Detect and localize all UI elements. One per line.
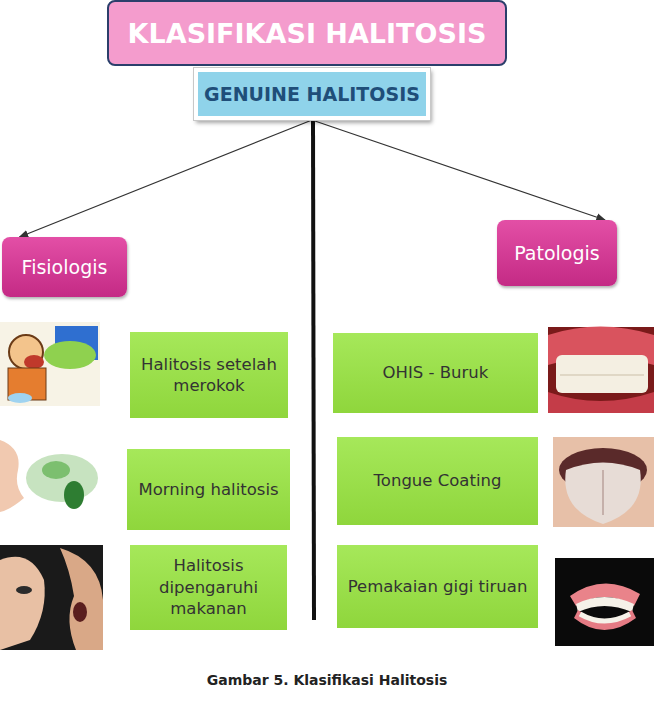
node-label: OHIS - Buruk [383,362,489,383]
node-label: Pemakaian gigi tiruan [348,576,528,597]
node-label: Halitosis setelah merokok [140,354,278,397]
arrow-connector [312,120,605,220]
gum-photo [548,327,654,414]
node-label: Patologis [514,242,599,264]
node-label: Morning halitosis [138,479,278,500]
category-box: GENUINE HALITOSIS [194,68,430,120]
item-box: Halitosis setelah merokok [130,332,288,418]
branch-box: Fisiologis [2,237,127,297]
item-box: Tongue Coating [337,437,538,525]
breath-photo [0,438,103,526]
node-label: Halitosis dipengaruhi makanan [140,555,277,619]
figure-caption: Gambar 5. Klasifikasi Halitosis [0,672,654,688]
item-box: OHIS - Buruk [333,333,538,413]
node-label: Tongue Coating [374,470,502,491]
title-box: KLASIFIKASI HALITOSIS [107,0,507,66]
node-label: GENUINE HALITOSIS [204,83,420,105]
node-label: KLASIFIKASI HALITOSIS [128,18,487,49]
item-box: Halitosis dipengaruhi makanan [130,545,287,630]
item-box: Morning halitosis [127,449,290,530]
tongue-photo [553,437,654,527]
food-breath-photo [0,545,103,650]
denture-photo [555,558,654,646]
node-label: Fisiologis [22,256,108,278]
divider-line [313,120,314,620]
arrow-connector [20,120,313,237]
branch-box: Patologis [497,220,617,286]
item-box: Pemakaian gigi tiruan [337,545,538,628]
smoker-cartoon [0,322,100,406]
